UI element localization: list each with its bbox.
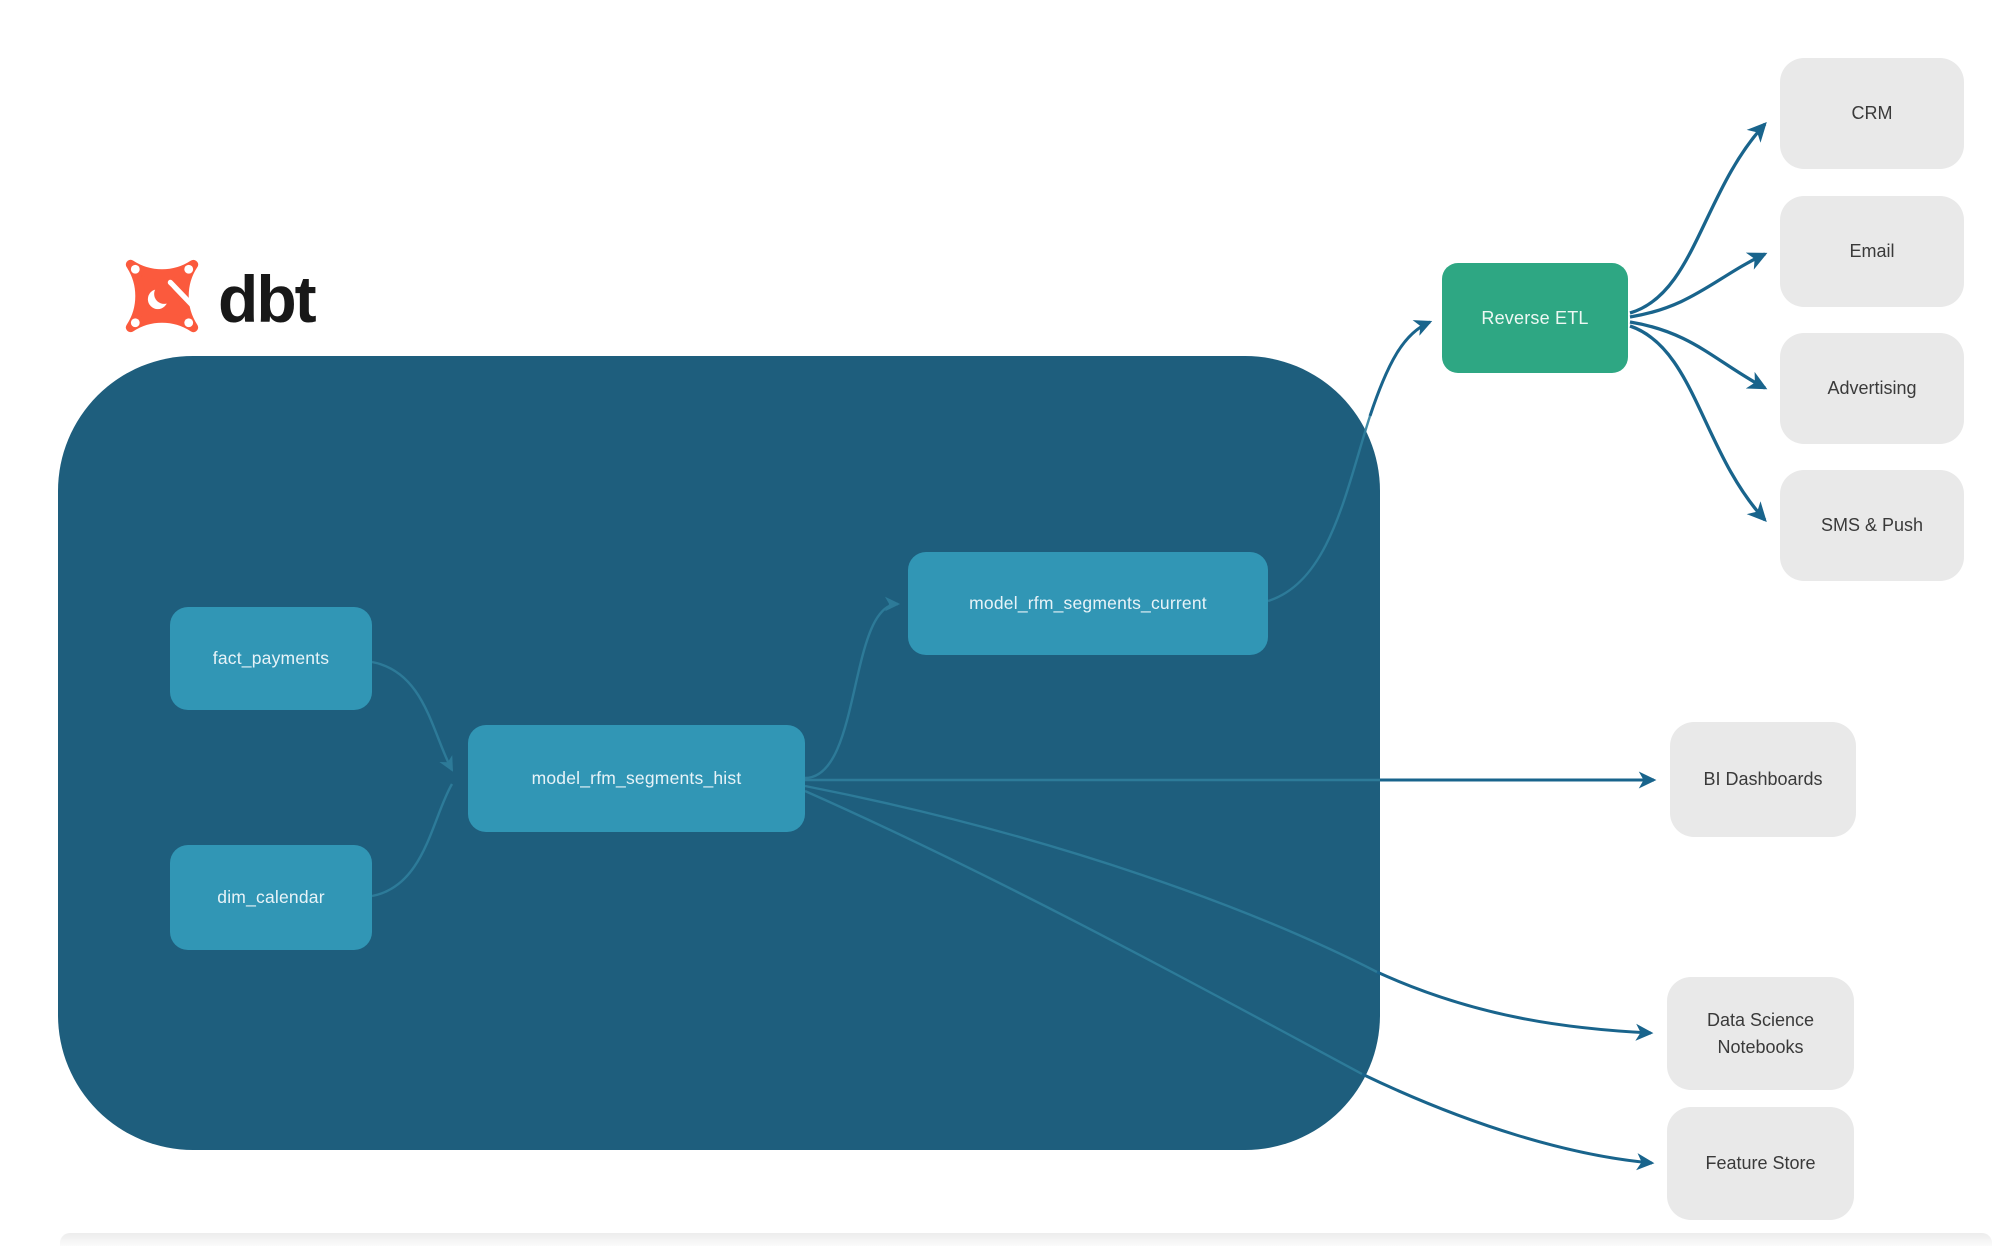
dest-advertising: Advertising <box>1780 333 1964 444</box>
node-model-rfm-segments-current: model_rfm_segments_current <box>908 552 1268 655</box>
edge-etl-to-email <box>1629 252 1768 319</box>
node-label: model_rfm_segments_current <box>969 593 1207 613</box>
dest-label: BI Dashboards <box>1703 769 1823 789</box>
node-fact-payments: fact_payments <box>170 607 372 710</box>
edge-etl-to-sms <box>1629 324 1767 522</box>
edge-current-to-etl <box>1368 320 1433 417</box>
node-label: fact_payments <box>212 648 330 668</box>
dest-label: Data Science Notebooks <box>1706 1009 1815 1057</box>
dbt-fox-icon <box>125 259 199 333</box>
dest-sms-push: SMS & Push <box>1780 470 1964 581</box>
dest-crm: CRM <box>1780 58 1964 169</box>
dbt-logo-text: dbt <box>218 262 317 336</box>
node-label: model_rfm_segments_hist <box>531 768 742 788</box>
dest-bi-dashboards: BI Dashboards <box>1670 722 1856 837</box>
dest-data-science-notebooks: Data Science Notebooks <box>1667 977 1854 1090</box>
dest-email: Email <box>1780 196 1964 307</box>
bottom-panel-edge <box>60 1233 1992 1246</box>
node-dim-calendar: dim_calendar <box>170 845 372 950</box>
edge-etl-to-crm <box>1629 122 1767 315</box>
dest-label: Feature Store <box>1705 1153 1816 1173</box>
dest-label: Advertising <box>1827 378 1917 398</box>
edge-hist-to-fs <box>1361 1072 1655 1171</box>
node-label: dim_calendar <box>217 887 325 907</box>
dest-feature-store: Feature Store <box>1667 1107 1854 1220</box>
node-reverse-etl: Reverse ETL <box>1442 263 1628 373</box>
edge-etl-to-advertising <box>1629 320 1768 390</box>
node-label: Reverse ETL <box>1481 307 1589 328</box>
dest-label: Email <box>1849 241 1895 261</box>
node-model-rfm-segments-hist: model_rfm_segments_hist <box>468 725 805 832</box>
dbt-logo: dbt <box>118 252 317 340</box>
edge-hist-to-ds <box>1376 970 1654 1041</box>
dest-label: SMS & Push <box>1820 515 1924 535</box>
dest-label: CRM <box>1851 103 1893 123</box>
